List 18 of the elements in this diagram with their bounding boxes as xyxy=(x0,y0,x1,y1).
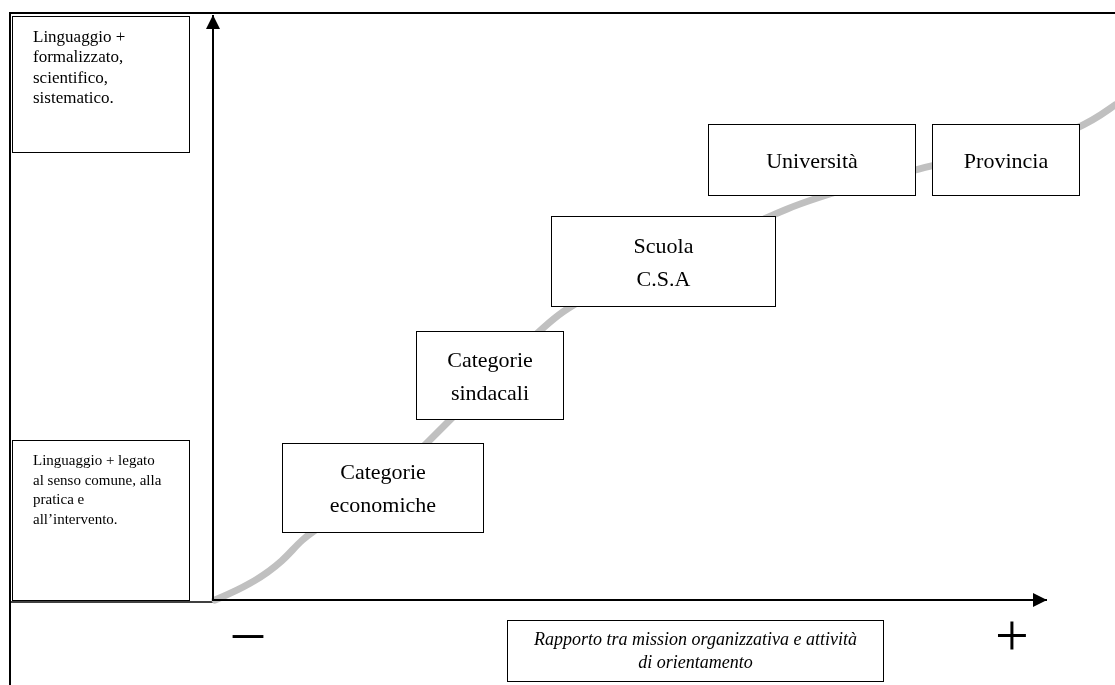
box-text: Categorie sindacali xyxy=(446,345,534,407)
box-text: Linguaggio + legato al senso comune, alla pratica e all’intervento. xyxy=(33,451,163,529)
text-box xyxy=(507,620,884,682)
axis-end-label: + xyxy=(995,605,1029,665)
text-box xyxy=(12,16,190,153)
box-text: Scuola C.S.A xyxy=(632,231,695,293)
text-box xyxy=(551,216,776,307)
box-text: Categorie economiche xyxy=(328,458,438,519)
text-box xyxy=(932,124,1080,196)
box-text: Rapporto tra mission organizzativa e attività di orientamento xyxy=(533,627,858,674)
text-box xyxy=(708,124,916,196)
axis-end-label: – xyxy=(233,600,263,660)
box-text: Provincia xyxy=(962,146,1050,175)
box-text: Linguaggio + formalizzato, scientifico, sistematico. xyxy=(33,27,127,109)
text-box xyxy=(12,440,190,601)
text-box xyxy=(416,331,564,420)
box-text: Università xyxy=(765,146,859,175)
text-box xyxy=(282,443,484,533)
